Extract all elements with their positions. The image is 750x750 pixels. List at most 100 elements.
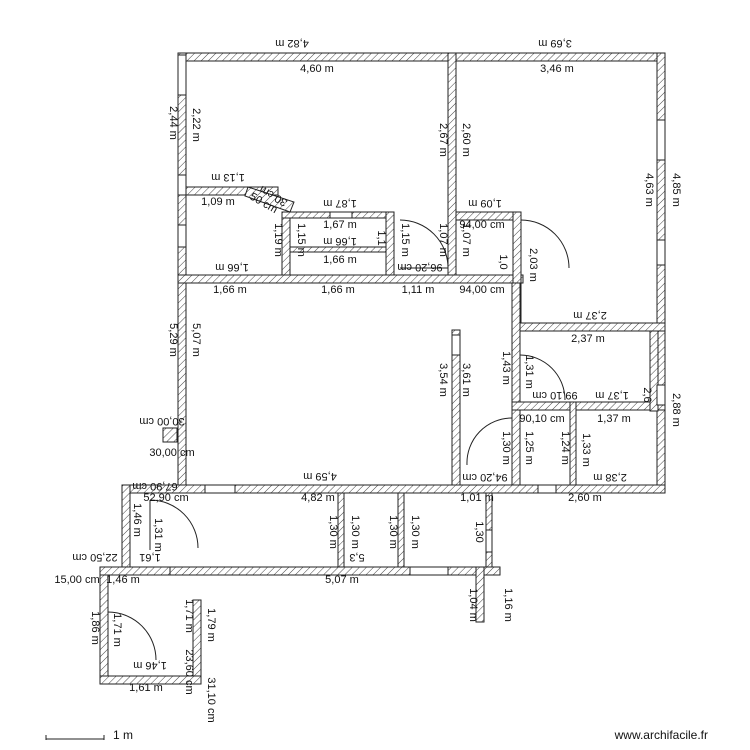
wall-left-lower [177, 282, 187, 494]
dim-label: 2,37 m [573, 309, 607, 321]
dim-label: 1,31 m [152, 518, 164, 552]
dim-label: 1,87 m [323, 197, 357, 209]
dim-label: 1,66 m [323, 254, 357, 266]
wall-right [656, 52, 666, 494]
dim-label: 4,82 m [275, 37, 309, 49]
dim-label: 1,71 m [183, 599, 195, 633]
door-bl [107, 611, 157, 661]
dim-label: 1,04 m [467, 588, 479, 622]
dim-label: 1,16 m [502, 588, 514, 622]
scale-bar [45, 735, 105, 740]
dim-label: 4,60 m [300, 63, 334, 75]
dim-label: 31,10 cm [205, 677, 217, 722]
dim-label: 1,61 m [129, 682, 163, 694]
dim-label: 3,54 m [437, 363, 449, 397]
dim-label: 1,09 m [468, 197, 502, 209]
dim-label: 2,60 m [460, 123, 472, 157]
wall-right-room-bottom [512, 322, 666, 332]
dim-label: 1,30 m [349, 515, 361, 549]
dim-label: 1,37 m [597, 413, 631, 425]
dim-label: 1,09 m [201, 196, 235, 208]
window-mid [451, 334, 461, 356]
window-right-1 [656, 119, 666, 161]
dim-label: 1,66 m [321, 284, 355, 296]
door-hall [466, 417, 513, 466]
door-bath [519, 354, 566, 401]
wall-lower-left [121, 484, 131, 576]
dim-label: 1,0 [497, 254, 509, 269]
door-right-room [520, 219, 570, 269]
dim-label: 94,00 cm [459, 284, 504, 296]
dim-label: 2,44 m [167, 106, 179, 140]
dim-label: 1,66 m [213, 284, 247, 296]
dim-label: 4,85 m [670, 173, 682, 207]
dim-label: 1,43 m [500, 351, 512, 385]
dim-label: 3,46 m [540, 63, 574, 75]
window-bottom-1 [204, 484, 236, 494]
dim-label: 1,30 m [387, 515, 399, 549]
dim-label: 3,61 m [460, 363, 472, 397]
dim-label: 5,07 m [325, 574, 359, 586]
wall-top [177, 52, 666, 62]
dim-label: 1,30 m [327, 515, 339, 549]
dim-label: 52,90 cm [143, 492, 188, 504]
dim-label: 1,79 m [205, 608, 217, 642]
dim-label: 1,15 m [295, 223, 307, 257]
dim-label: 1,24 m [559, 431, 571, 465]
column [162, 427, 178, 443]
dim-label: 23,60 cm [183, 649, 195, 694]
dim-label: 1,30 m [500, 431, 512, 465]
dim-label: 1,33 m [580, 433, 592, 467]
dim-label: 2,88 m [670, 393, 682, 427]
dim-label: 1,07 m [437, 223, 449, 257]
dim-label: 1,66 m [215, 261, 249, 273]
dim-label: 4,82 m [301, 492, 335, 504]
door-center [399, 219, 449, 269]
wall-small-room [511, 401, 666, 411]
dim-label: 1,86 m [89, 611, 101, 645]
wall-lower-right-vert [475, 566, 485, 623]
dim-label: 1,46 m [133, 659, 167, 671]
dim-label: 1,25 m [523, 431, 535, 465]
dim-label: 5,07 m [190, 323, 202, 357]
wall-bl-bottom [99, 675, 202, 685]
walls [99, 52, 666, 685]
dim-label: 1,46 m [106, 574, 140, 586]
wall-bl-top [99, 566, 171, 576]
window-right-3 [656, 384, 666, 406]
dim-label: 22,50 cm [72, 551, 117, 563]
dim-label: 1,67 m [323, 219, 357, 231]
dim-label: 4,59 m [303, 470, 337, 482]
dim-label: 94,00 cm [459, 219, 504, 231]
doors [107, 219, 570, 661]
window-bottom-2 [537, 484, 557, 494]
window-lower [409, 566, 449, 576]
dim-label: 99,10 cm [532, 389, 577, 401]
wall-small-room-right [649, 330, 659, 412]
dim-label: 67,90 cm [132, 480, 177, 492]
dim-label: 1,31 m [523, 355, 535, 389]
dim-label: 1,1 [375, 230, 387, 245]
dim-label: 2,37 m [571, 333, 605, 345]
dim-label: 2,6 [641, 387, 653, 402]
dim-label: 1,15 m [399, 223, 411, 257]
window-corridor [329, 211, 353, 219]
dim-label: 94,20 cm [462, 471, 507, 483]
dim-label: 1,11 m [402, 284, 435, 296]
dim-label: 30,00 cm [139, 415, 184, 427]
dim-label: 1,07 m [460, 223, 472, 257]
dim-label: 1,19 m [272, 223, 284, 257]
dim-label: 5,29 m [167, 323, 179, 357]
dim-label: 90,10 cm [519, 413, 564, 425]
dim-label: 1,13 m [211, 171, 245, 183]
dim-label: 2,38 m [593, 471, 627, 483]
door-entry [149, 499, 199, 550]
dim-label: 1,71 m [111, 613, 123, 647]
dim-label: 5,3 [349, 551, 364, 563]
dim-label: 1,30 [473, 521, 485, 542]
dim-label: 30,00 cm [149, 447, 194, 459]
dim-label: 1,30 m [409, 515, 421, 549]
dim-label: 1,61 [139, 551, 160, 563]
dim-label: 15,00 cm [54, 574, 99, 586]
